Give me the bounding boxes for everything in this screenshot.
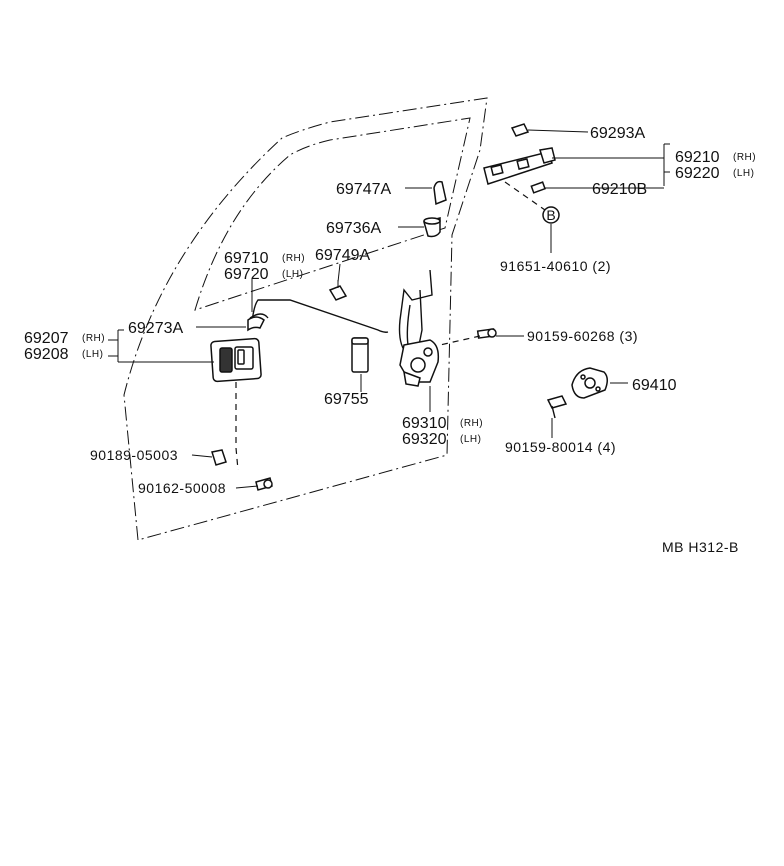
- callout-b-label: B: [546, 207, 555, 223]
- screw-90159-80014-part: [546, 395, 568, 419]
- door-outline: [123, 97, 488, 541]
- label-69310: 69310: [402, 415, 447, 432]
- clip-part: [510, 123, 530, 137]
- striker-part: [571, 367, 608, 399]
- callout-b: B: [542, 206, 560, 224]
- tab-part: [433, 180, 447, 206]
- rod-end-clip-part: [247, 316, 265, 332]
- label-69207-suffix: (RH): [82, 333, 105, 344]
- label-69210: 69210: [675, 149, 720, 166]
- screw-90159-60268-part: [476, 328, 497, 339]
- grommet-part: [423, 217, 441, 238]
- part-labels: 69293A 69210 (RH) 69220 (LH) 69210B 6974…: [24, 125, 756, 555]
- label-69320-suffix: (LH): [460, 434, 481, 445]
- cover-part: [351, 337, 369, 373]
- label-90162-50008: 90162-50008: [138, 480, 226, 496]
- label-90159-80014: 90159-80014 (4): [505, 439, 616, 455]
- label-69749A: 69749A: [315, 247, 370, 264]
- label-69720-suffix: (LH): [282, 269, 303, 280]
- label-69210B: 69210B: [592, 181, 647, 198]
- label-90189-05003: 90189-05003: [90, 447, 178, 463]
- outside-handle-part: [483, 147, 556, 185]
- label-69220-suffix: (LH): [733, 168, 754, 179]
- label-91651-40610: 91651-40610 (2): [500, 258, 611, 274]
- leader-lines: [108, 129, 670, 489]
- label-69208-suffix: (LH): [82, 349, 103, 360]
- label-69747A: 69747A: [336, 181, 391, 198]
- label-69208: 69208: [24, 346, 69, 363]
- door-lock-assembly-part: [398, 269, 440, 387]
- link-rod-part: [251, 299, 389, 333]
- diagram-code: MB H312-B: [662, 539, 739, 555]
- label-69710: 69710: [224, 250, 269, 267]
- label-69220: 69220: [675, 165, 720, 182]
- label-69410: 69410: [632, 377, 677, 394]
- label-69210-suffix: (RH): [733, 152, 756, 163]
- label-90159-60268: 90159-60268 (3): [527, 328, 638, 344]
- label-69273A: 69273A: [128, 320, 183, 337]
- label-69755: 69755: [324, 391, 369, 408]
- rod-clip-part: [328, 280, 348, 301]
- label-69736A: 69736A: [326, 220, 381, 237]
- clip-90189-part: [211, 449, 227, 466]
- label-69207: 69207: [24, 330, 69, 347]
- label-69720: 69720: [224, 266, 269, 283]
- inside-handle-part: [210, 337, 262, 383]
- label-69310-suffix: (RH): [460, 418, 483, 429]
- handle-screw-part: [530, 181, 546, 194]
- screw-90162-part: [255, 477, 273, 491]
- label-69293A: 69293A: [590, 125, 645, 142]
- label-69710-suffix: (RH): [282, 253, 305, 264]
- label-69320: 69320: [402, 431, 447, 448]
